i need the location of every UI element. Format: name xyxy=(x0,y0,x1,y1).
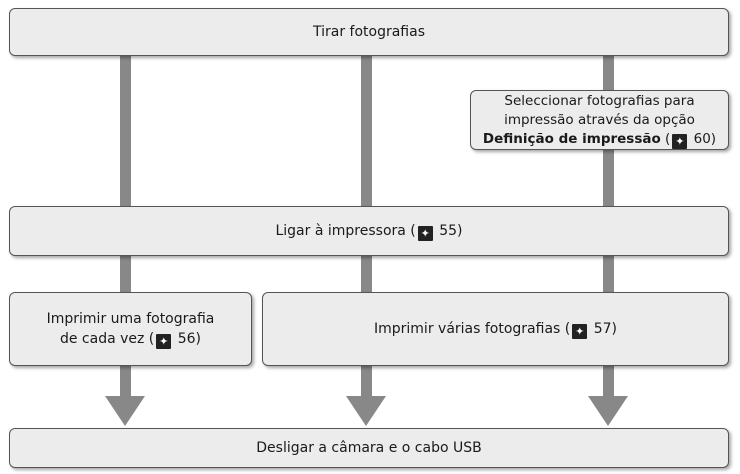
connector-middle-upper xyxy=(361,56,372,206)
connector-right-mid xyxy=(603,150,614,206)
node-take-photos-label: Tirar fotografias xyxy=(312,24,425,40)
arrowhead-middle xyxy=(346,396,386,426)
arrowhead-left xyxy=(105,396,145,426)
node-print-one-line2: de cada vez ( xyxy=(59,331,155,347)
connector-left-upper xyxy=(120,56,131,206)
book-reference-icon: ✦ xyxy=(672,133,688,149)
node-disconnect: Desligar a câmara e o cabo USB xyxy=(9,428,729,468)
node-print-multiple: Imprimir várias fotografias (✦ 57) xyxy=(262,292,729,366)
node-connect-printer-label: Ligar à impressora ( xyxy=(275,223,416,239)
node-select-photos-open: ( xyxy=(660,130,671,147)
node-print-multiple-label: Imprimir várias fotografias ( xyxy=(374,321,571,337)
node-connect-printer: Ligar à impressora (✦ 55) xyxy=(9,206,729,256)
node-print-one: Imprimir uma fotografia de cada vez (✦ 5… xyxy=(9,292,252,366)
connector-middle-lower xyxy=(361,256,372,292)
book-reference-icon: ✦ xyxy=(156,334,172,349)
node-select-photos: Seleccionar fotografias para impressão a… xyxy=(470,90,729,150)
node-disconnect-label: Desligar a câmara e o cabo USB xyxy=(256,440,482,456)
arrowhead-right xyxy=(588,396,628,426)
connector-right-bottom xyxy=(603,366,614,397)
connector-middle-bottom xyxy=(361,366,372,397)
connector-right-upper xyxy=(603,56,614,90)
connector-right-lower xyxy=(603,256,614,292)
book-reference-icon: ✦ xyxy=(417,226,433,241)
node-select-photos-line1: Seleccionar fotografias para xyxy=(504,92,695,109)
node-print-one-page: 56) xyxy=(173,331,202,347)
node-print-one-line1: Imprimir uma fotografia xyxy=(46,311,215,327)
node-select-photos-line2: impressão através da opção xyxy=(504,111,695,128)
book-reference-icon: ✦ xyxy=(572,324,588,339)
node-select-photos-option: Definição de impressão xyxy=(482,130,661,147)
node-print-multiple-page: 57) xyxy=(589,321,617,337)
connector-left-lower xyxy=(120,256,131,292)
node-connect-printer-page: 55) xyxy=(434,223,463,239)
node-take-photos: Tirar fotografias xyxy=(9,8,729,56)
connector-left-bottom xyxy=(120,366,131,397)
node-select-photos-page: 60) xyxy=(689,130,717,147)
